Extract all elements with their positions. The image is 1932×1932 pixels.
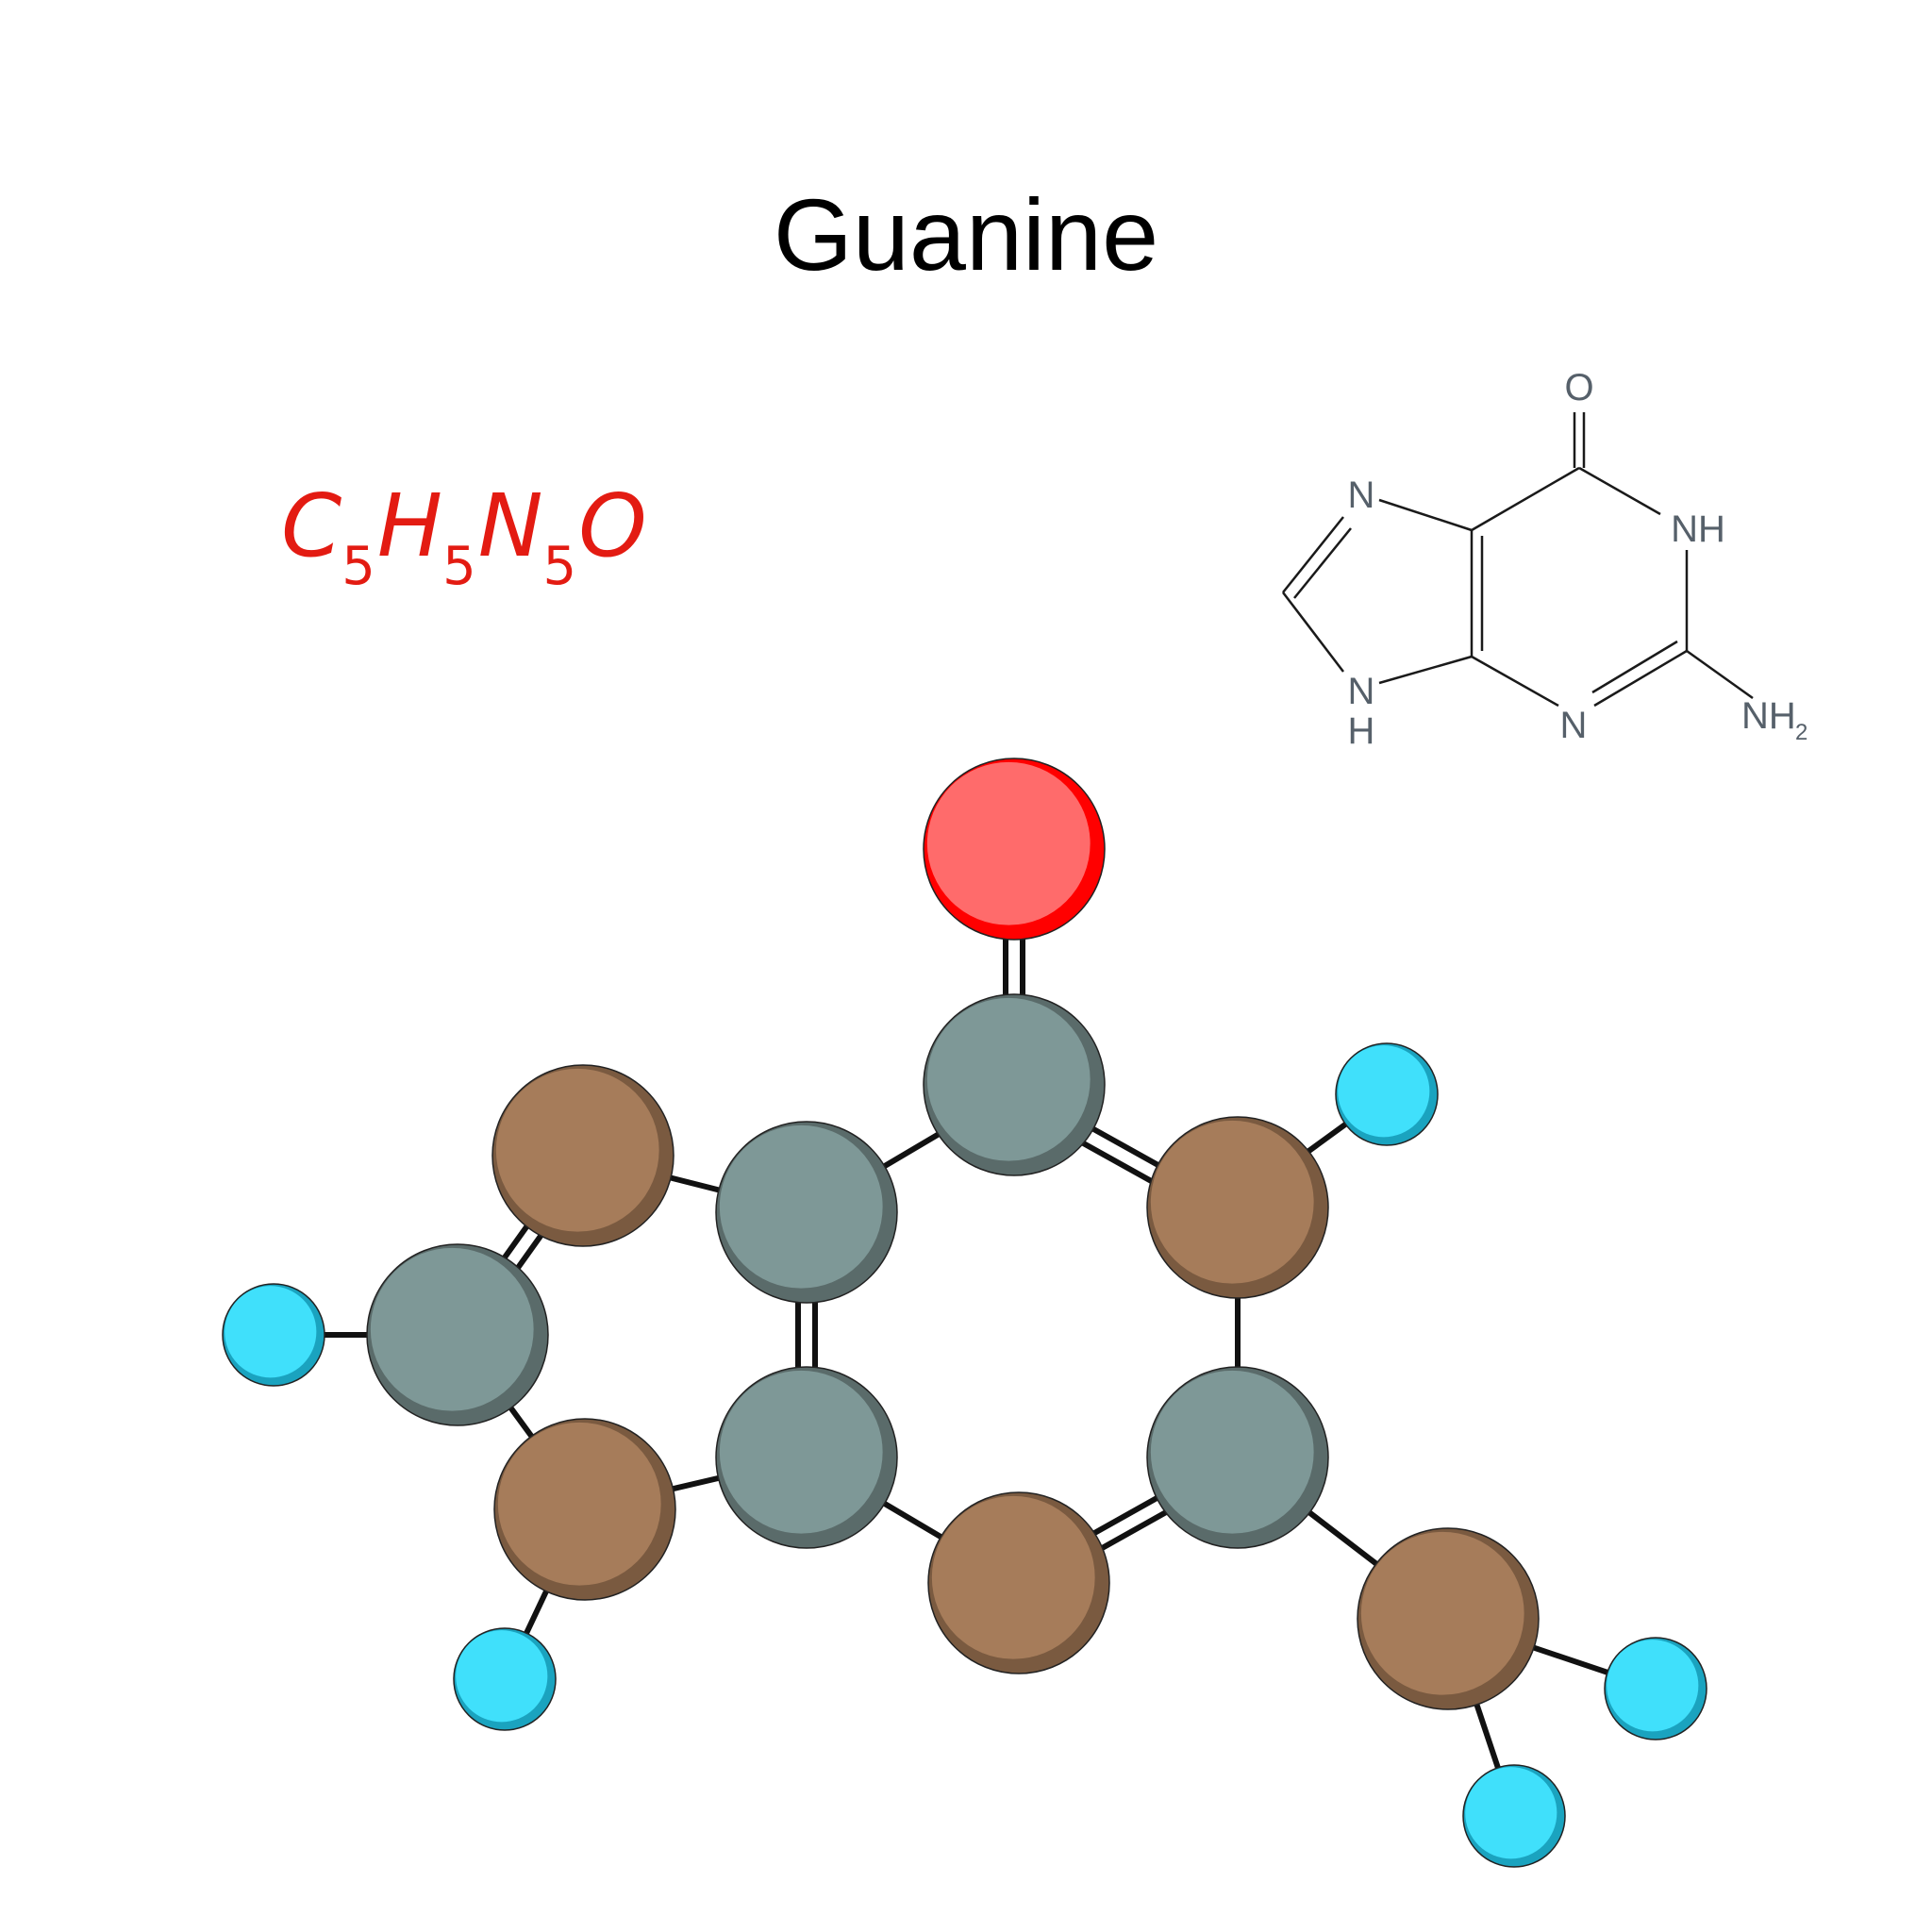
atom-nitrogen-n-imidazole-top	[491, 1064, 675, 1247]
formula-element-n: N	[477, 475, 543, 576]
atom-hydrogen-h-imidazole	[222, 1283, 325, 1387]
atom-carbon-c-imidazole	[366, 1243, 549, 1426]
formula-element-c: C	[281, 475, 342, 576]
atom-hydrogen-h-imidazole-bottom	[453, 1627, 557, 1731]
atom-carbon-c-carbonyl	[923, 993, 1106, 1176]
atom-nitrogen-n-amino	[1357, 1527, 1540, 1710]
skeletal-label-nh2-sub: 2	[1795, 720, 1807, 745]
skeletal-label-nh2: NH	[1741, 695, 1796, 737]
chemical-formula: C5H5N5O	[281, 483, 647, 593]
formula-count-n: 5	[542, 536, 577, 597]
atom-hydrogen-h-amino-2	[1462, 1764, 1566, 1868]
skeletal-label-n-top: N	[1348, 475, 1375, 516]
skeletal-label-h-bottom-left: H	[1348, 710, 1375, 752]
atom-carbon-c-amino	[1146, 1366, 1329, 1549]
skeletal-label-o: O	[1564, 367, 1593, 408]
atom-hydrogen-h-ring-right	[1335, 1042, 1439, 1146]
skeletal-label-n-bottom: N	[1560, 705, 1588, 746]
page-title: Guanine	[773, 177, 1159, 291]
atom-nitrogen-n-ring-right	[1146, 1116, 1329, 1299]
atom-oxygen-o	[923, 758, 1106, 941]
skeletal-bonds	[1282, 412, 1754, 708]
formula-count-c: 5	[341, 536, 375, 597]
formula-element-h: H	[376, 475, 443, 576]
atom-nitrogen-n-imidazole-bottom	[493, 1418, 676, 1601]
atom-carbon-c-fused-bottom	[715, 1366, 898, 1549]
atom-nitrogen-n-ring-bottom	[927, 1491, 1110, 1674]
atom-hydrogen-h-amino-1	[1604, 1637, 1707, 1740]
skeletal-label-nh: NH	[1671, 508, 1725, 550]
model-atoms	[222, 758, 1707, 1868]
formula-element-o: O	[578, 475, 647, 576]
formula-count-h: 5	[442, 536, 476, 597]
atom-carbon-c-fused-top	[715, 1121, 898, 1304]
skeletal-label-n-bottom-left: N	[1348, 671, 1375, 712]
